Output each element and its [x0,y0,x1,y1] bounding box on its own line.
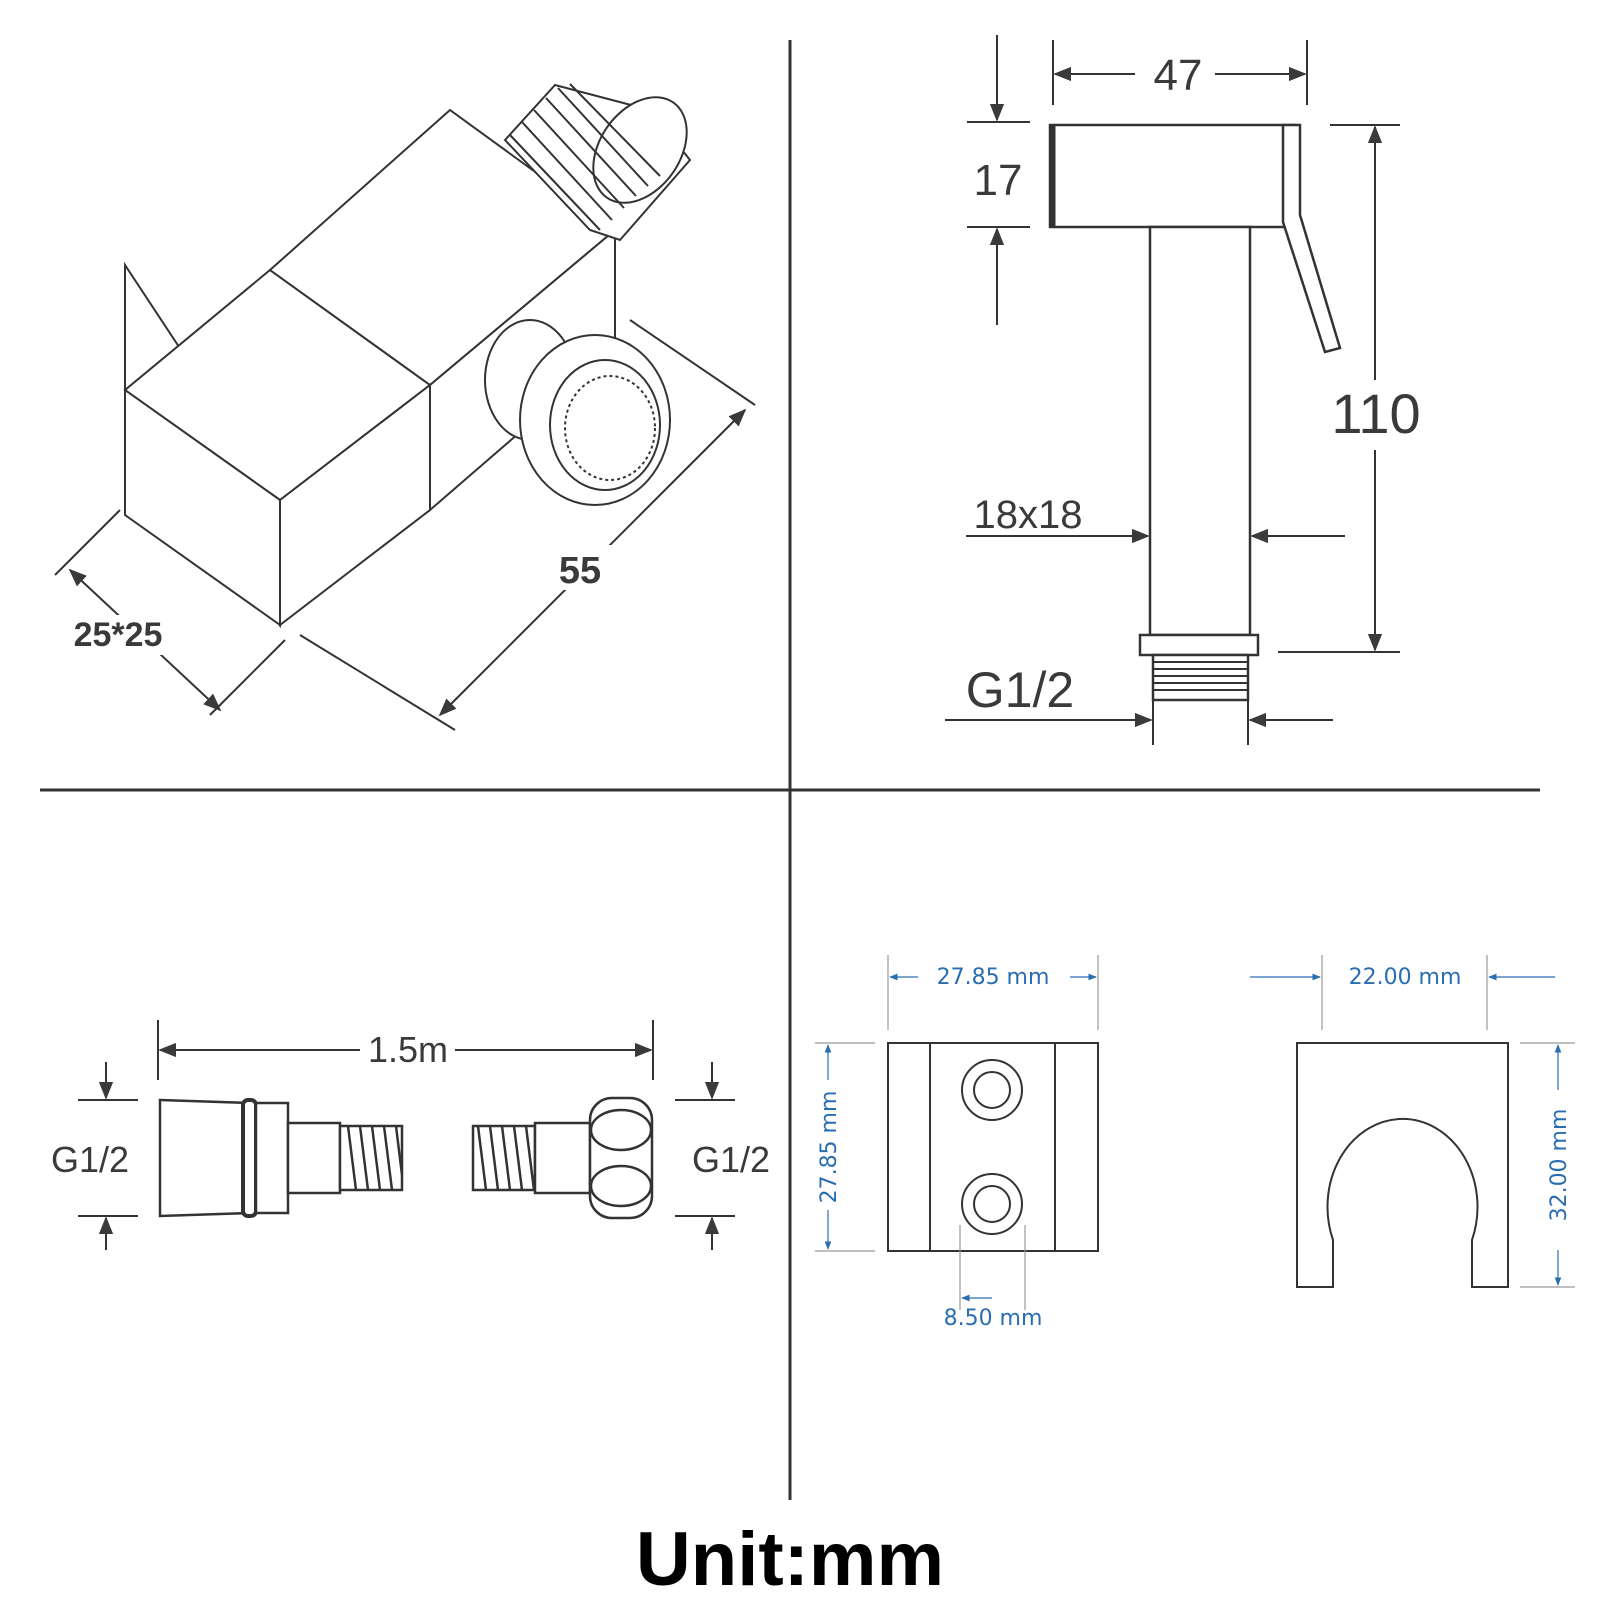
dim-ext-3 [299,634,456,731]
hose-dim-length: 1.5m [368,1029,448,1070]
hose-right-nut [588,1096,654,1220]
hose-left-thread-label: G1/2 [51,1139,129,1180]
angle-valve-drawing [54,83,756,731]
valve-dim-width: 25*25 [74,616,163,654]
unit-label: Unit:mm [636,1517,944,1600]
dim-ext-2 [209,639,286,716]
holder-side-dim-width: 22.00 mm [1349,965,1462,990]
sprayer-dim-total-height: 110 [1331,382,1420,445]
hose-right-thread [471,1124,537,1192]
holder-front-dimensions [815,955,1099,1310]
hose-dimensions [78,1020,735,1250]
holder-side-body [1296,1042,1509,1288]
sprayer-handle-tube [1148,225,1252,637]
holder-front-body [887,1042,1099,1252]
sprayer-thread [1151,653,1250,702]
valve-side-thread [484,319,671,506]
hose-left-thread [338,1124,404,1192]
valve-top-thread [503,83,692,242]
hose-right-neck [533,1121,592,1195]
sprayer-drawing [1048,123,1342,702]
holder-hole-bottom [961,1173,1023,1235]
hose-left-cone [158,1098,252,1218]
sprayer-head [1048,123,1297,229]
hose-left-ring [241,1098,258,1218]
holder-front-dim-height: 27.85 mm [817,1091,842,1204]
dim-ext-4 [629,319,756,406]
holder-hole-top [961,1059,1023,1121]
hose-left-neck [286,1121,342,1195]
sprayer-dim-thread: G1/2 [966,662,1074,718]
holder-side-dim-height: 32.00 mm [1547,1109,1572,1222]
holder-front-dim-hole-spacing: 8.50 mm [944,1306,1043,1331]
holder-side-dimensions [1250,955,1575,1288]
sprayer-dim-head-height: 17 [974,156,1023,205]
dim-ext-1 [54,509,121,576]
holder-side-view [1296,1042,1509,1288]
holder-front-dim-width: 27.85 mm [937,965,1050,990]
holder-front-view [887,1042,1099,1252]
hose-drawing [158,1096,654,1220]
hose-right-thread-label: G1/2 [692,1139,770,1180]
sprayer-lever [1281,123,1342,354]
valve-dim-length: 55 [559,550,601,592]
sprayer-collar [1138,633,1260,657]
sprayer-dim-tube: 18x18 [974,493,1083,537]
sprayer-dimensions [945,35,1400,745]
hose-left-ferrule [254,1101,290,1215]
sprayer-dim-top-width: 47 [1154,51,1203,100]
